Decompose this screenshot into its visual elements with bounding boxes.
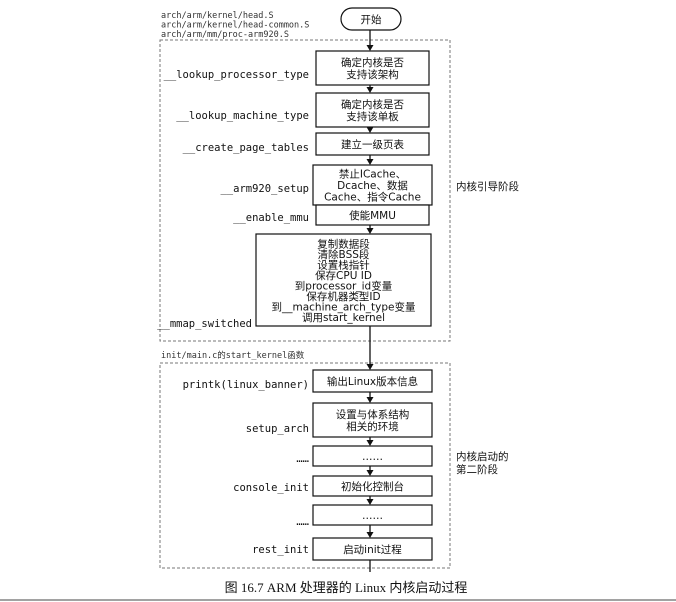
stage-frames: [159, 39, 451, 569]
flow-step-text: Cache、指令Cache: [324, 191, 421, 204]
start-label: 开始: [361, 13, 382, 26]
flow-arrowhead: [366, 532, 374, 538]
function-name-label: __enable_mmu: [233, 212, 309, 224]
flow-step-text: 输出Linux版本信息: [327, 375, 418, 388]
flow-step-box: [315, 132, 430, 156]
function-name-label: setup_arch: [246, 423, 309, 435]
flow-step-text: 清除BSS段: [318, 248, 370, 261]
flow-step-text: 保存机器类型ID: [306, 290, 380, 303]
flow-arrowhead: [366, 397, 374, 403]
flow-step-text: 确定内核是否: [341, 56, 404, 69]
flow-step-text: 调用start_kernel: [302, 312, 385, 324]
flow-step-text: 设置与体系结构: [336, 408, 410, 421]
function-name-label: ……: [296, 516, 309, 528]
flow-step-text: 初始化控制台: [341, 480, 404, 493]
function-name-label: __lookup_machine_type: [176, 110, 309, 122]
flow-step-text: ……: [362, 451, 383, 463]
flow-step-box: [312, 369, 433, 393]
source-file-note: arch/arm/kernel/head.S: [161, 11, 274, 21]
flow-step-text: 保存CPU ID: [315, 269, 372, 282]
flow-step-box: [315, 50, 430, 86]
flow-step-box: [255, 233, 432, 327]
function-name-label: ……: [296, 453, 309, 465]
flow-step-box: [312, 504, 433, 526]
start-terminator: [340, 7, 402, 31]
flow-step-text: 启动init过程: [343, 543, 402, 556]
source-file-note: arch/arm/mm/proc-arm920.S: [161, 30, 289, 40]
flow-step-box: [312, 445, 433, 467]
flow-step-box: [312, 164, 433, 206]
flow-step-text: 建立一级页表: [341, 138, 404, 151]
flow-step-text: 到processor_id变量: [295, 279, 393, 292]
flow-step-text: 设置栈指针: [317, 258, 370, 271]
labels: arch/arm/kernel/head.Sarch/arm/kernel/he…: [157, 11, 519, 595]
flow-arrowhead: [366, 228, 374, 234]
function-name-label: rest_init: [252, 544, 309, 556]
stage-label: 第二阶段: [456, 463, 498, 476]
flow-arrowhead: [366, 45, 374, 51]
flow-step-text: 相关的环境: [346, 420, 399, 433]
flow-step-text: 支持该单板: [346, 110, 399, 123]
flow-arrowhead: [366, 499, 374, 505]
second-stage-frame: [159, 362, 451, 569]
function-name-label: printk(linux_banner): [183, 379, 309, 391]
function-name-label: __create_page_tables: [183, 142, 309, 154]
source-file-note: arch/arm/kernel/head-common.S: [161, 21, 309, 31]
function-name-label: console_init: [233, 482, 309, 494]
flow-step-text: 确定内核是否: [341, 98, 404, 111]
function-name-label: __arm920_setup: [220, 183, 309, 195]
figure-caption: 图 16.7 ARM 处理器的 Linux 内核启动过程: [225, 580, 468, 595]
flow-arrowhead: [366, 470, 374, 476]
flow-step-box: [315, 204, 430, 226]
flow-step-text: Dcache、数据: [337, 179, 408, 192]
flow-step-text: 使能MMU: [349, 209, 396, 222]
source-file-note: init/main.c的start_kernel函数: [161, 350, 305, 361]
flow-step-text: ……: [362, 510, 383, 522]
flow-arrowhead: [366, 87, 374, 93]
flow-arrowhead: [366, 127, 374, 133]
stage-label: 内核启动的: [456, 450, 509, 463]
boot-stage-frame: [159, 39, 451, 342]
flow-step-text: 支持该架构: [346, 68, 399, 81]
flow-nodes: [255, 7, 433, 561]
flow-arrowhead: [366, 364, 374, 370]
flow-step-box: [312, 537, 433, 561]
function-name-label: __lookup_processor_type: [164, 69, 309, 81]
stage-label: 内核引导阶段: [456, 180, 519, 193]
flow-step-text: 禁止ICache、: [339, 169, 406, 181]
flow-step-box: [312, 475, 433, 497]
flow-step-text: 复制数据段: [317, 237, 370, 250]
flow-step-box: [312, 402, 433, 438]
flow-arrowhead: [366, 159, 374, 165]
flow-arrowhead: [366, 440, 374, 446]
flow-step-box: [315, 92, 430, 128]
flow-step-text: 到__machine_arch_type变量: [271, 300, 416, 313]
function-name-label: __mmap_switched: [157, 318, 252, 330]
